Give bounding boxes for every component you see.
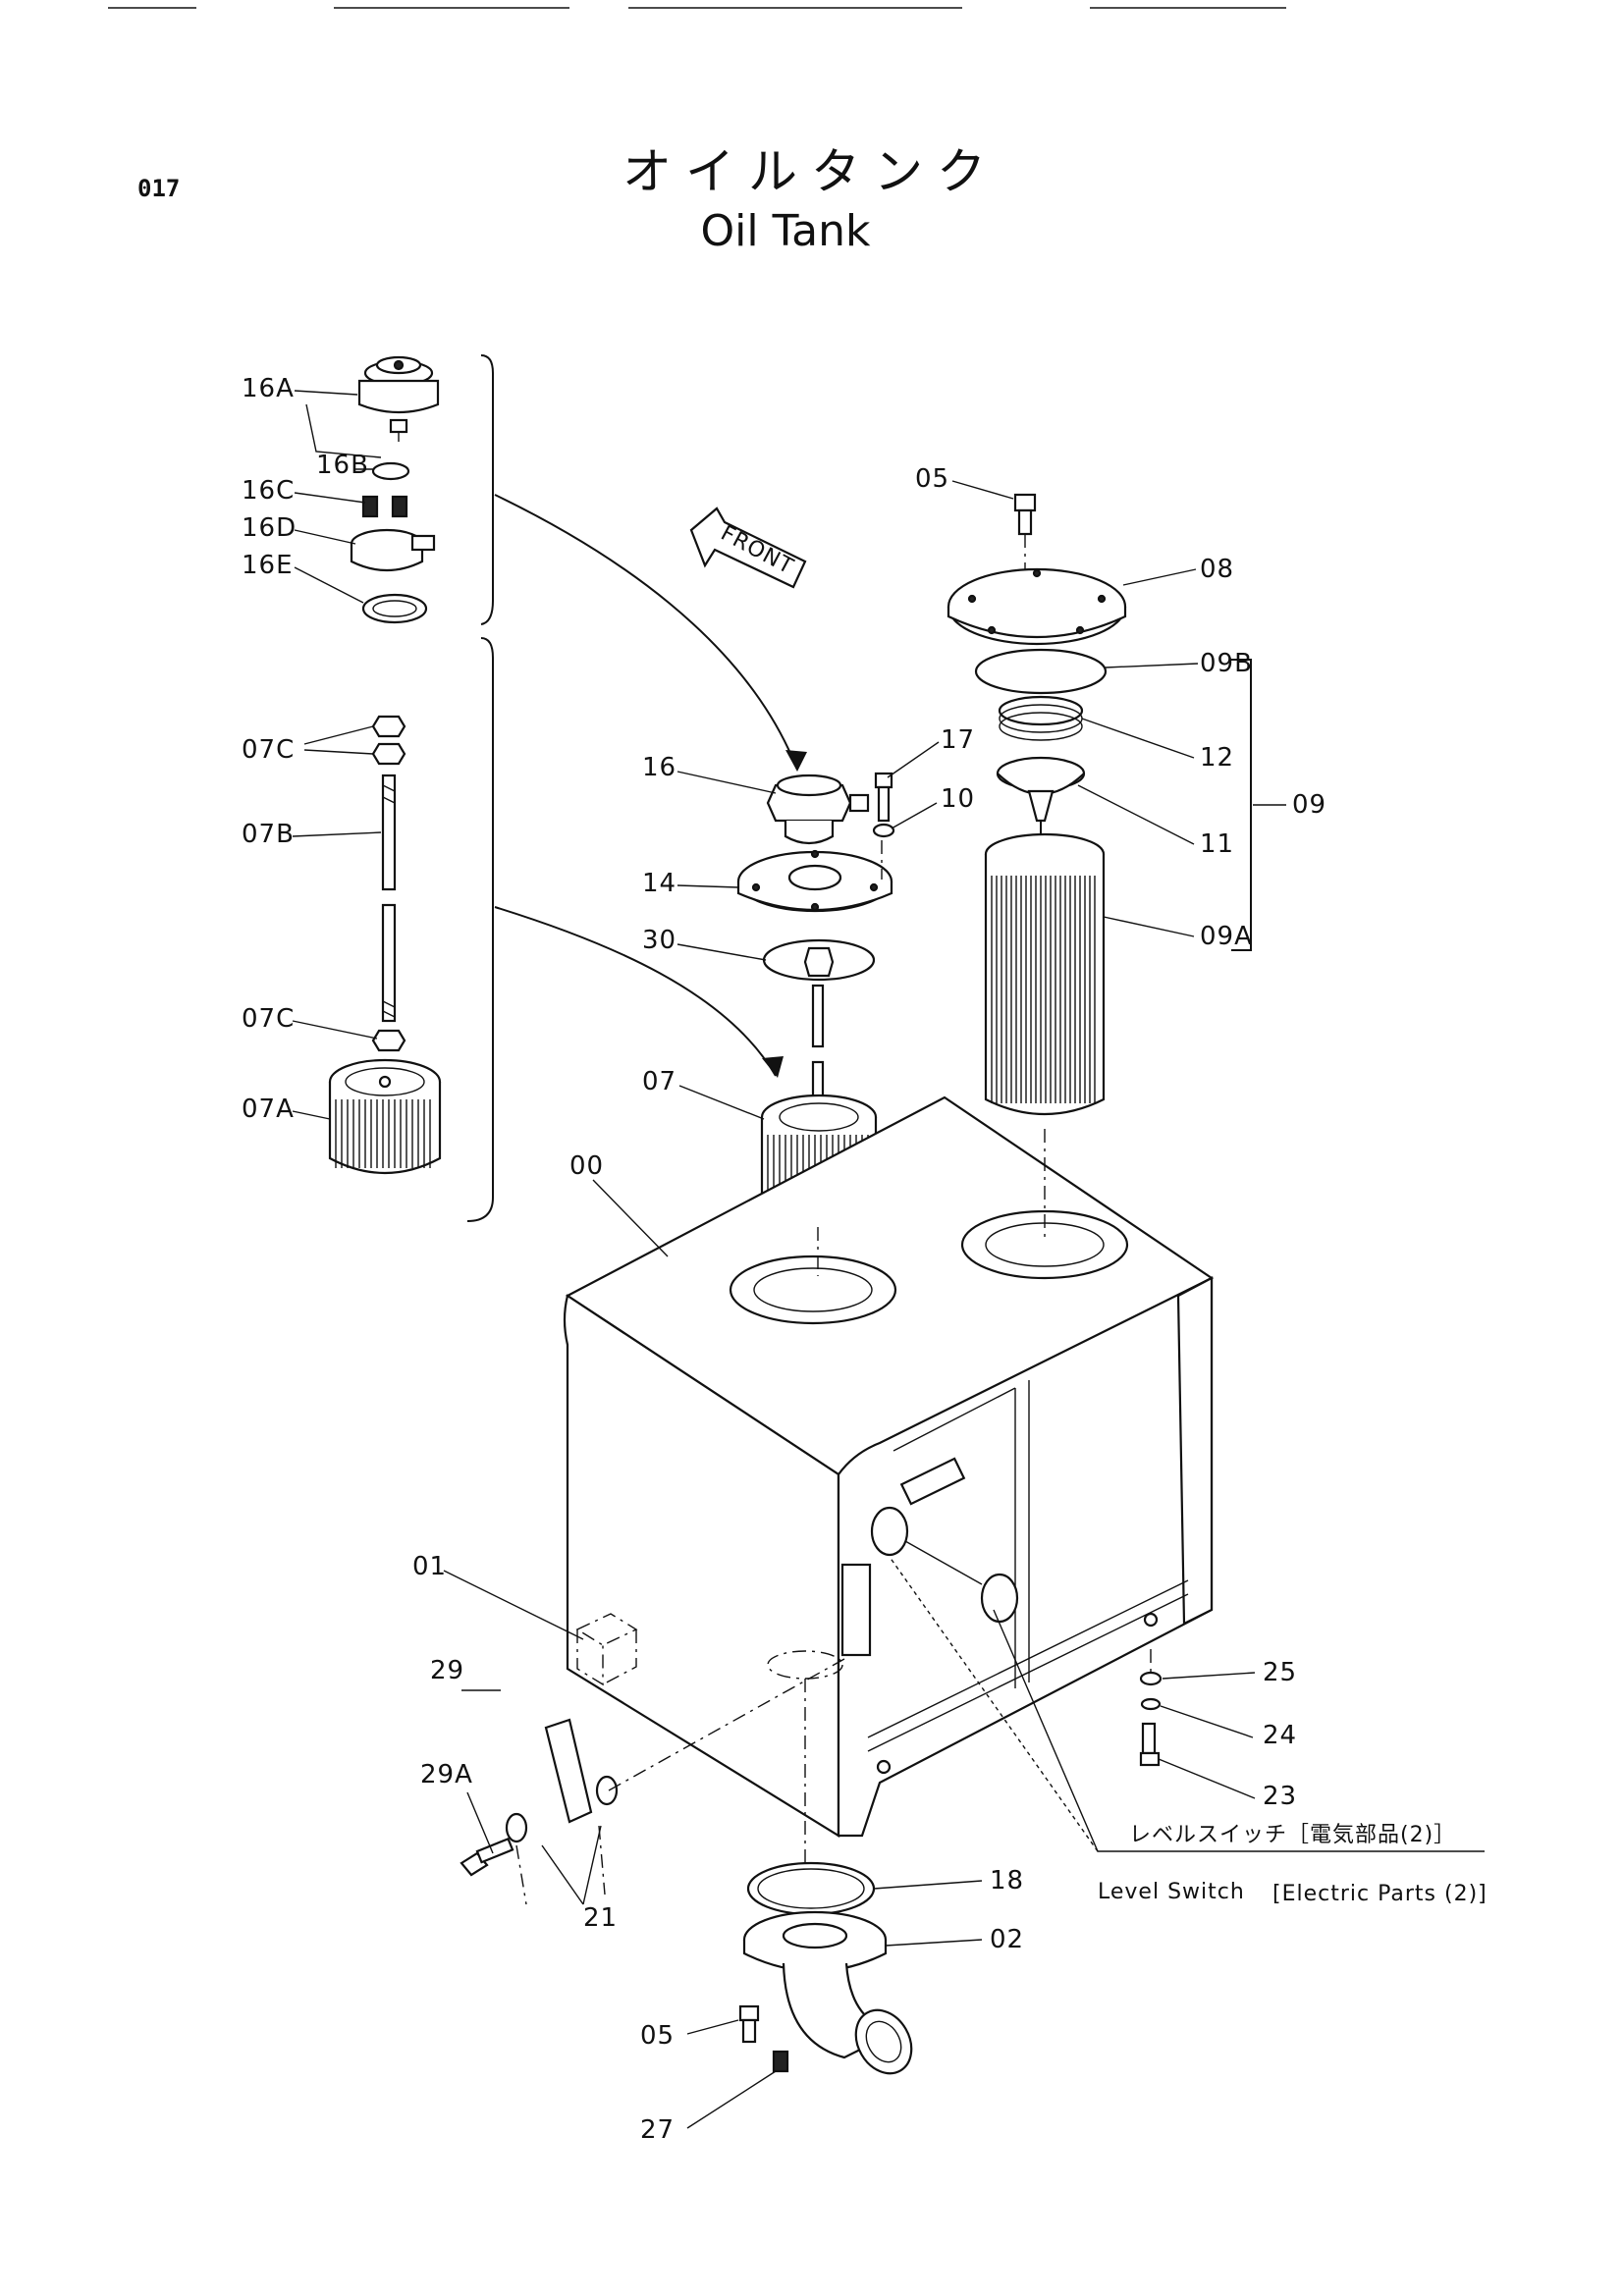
rod-center-upper <box>811 984 825 1048</box>
label-07C-lower: 07C <box>242 1004 295 1034</box>
label-25: 25 <box>1263 1658 1297 1687</box>
part-21-rubber-washers <box>505 1775 619 1843</box>
part-16A-cap <box>357 355 440 442</box>
arrow-breather-to-cap <box>494 494 807 772</box>
label-05-bottom: 05 <box>640 2021 675 2051</box>
level-switch-en-name: Level Switch <box>1098 1880 1245 1904</box>
bracket-09 <box>1231 659 1252 951</box>
label-11: 11 <box>1200 829 1234 859</box>
label-08: 08 <box>1200 555 1234 584</box>
part-07B-rod <box>381 774 397 1023</box>
bracket-29-center-line <box>608 1658 845 1791</box>
part-16C-screws <box>361 495 408 518</box>
label-09: 09 <box>1292 790 1326 820</box>
label-30: 30 <box>642 926 676 955</box>
part-10-washer <box>872 823 895 838</box>
part-07A-strainer <box>328 1058 442 1175</box>
level-switch-note: レベルスイッチ［電気部品(2)］ Level Switch [Electric … <box>1098 1823 1488 1906</box>
rod-nut-center <box>803 946 835 978</box>
part-08-cover <box>947 567 1127 646</box>
strainer-assembly-detail <box>328 715 442 1175</box>
page-number: 017 <box>137 175 180 202</box>
center-lines <box>515 534 1152 1905</box>
part-27-plug <box>772 2050 789 2073</box>
level-switch-ports <box>870 1457 1019 1624</box>
title-japanese: オイルタンク <box>622 143 1000 200</box>
part-17-bolt <box>874 772 893 823</box>
label-24: 24 <box>1263 1721 1297 1750</box>
label-16E: 16E <box>242 551 294 580</box>
label-16B: 16B <box>316 451 369 480</box>
arrow-strainer-to-tank <box>494 906 784 1078</box>
label-01: 01 <box>412 1552 447 1581</box>
bracket-upper <box>480 354 494 625</box>
part-01-block <box>575 1613 638 1686</box>
label-16: 16 <box>642 753 676 782</box>
label-09A: 09A <box>1200 922 1253 951</box>
part-29A-bracket <box>544 1718 593 1824</box>
part-16-breather <box>766 774 870 845</box>
part-00-tank <box>563 1095 1215 1865</box>
label-16A: 16A <box>242 374 295 403</box>
label-29: 29 <box>430 1656 464 1685</box>
part-12-spring <box>998 695 1084 741</box>
part-02-flange-elbow <box>742 1910 913 2075</box>
part-labels: 16A 16B 16C 16D 16E 07C 07B 07C 07A 05 0… <box>242 374 1326 2145</box>
part-16E-ring <box>361 593 428 624</box>
part-29-bolt <box>460 1837 514 1877</box>
label-00: 00 <box>569 1151 604 1181</box>
front-arrow: FRONT <box>689 507 807 589</box>
label-14: 14 <box>642 869 676 898</box>
label-07C-upper: 07C <box>242 735 295 765</box>
part-18-oring <box>746 1861 876 1916</box>
part-16D-body <box>350 528 436 571</box>
part-14-flange <box>736 849 893 913</box>
label-12: 12 <box>1200 743 1234 773</box>
part-16B-disc <box>371 461 410 481</box>
tank-bracket-front <box>840 1563 872 1657</box>
part-25-washer <box>1139 1671 1163 1686</box>
label-07: 07 <box>642 1067 676 1096</box>
label-18: 18 <box>990 1866 1024 1896</box>
label-16D: 16D <box>242 513 297 543</box>
level-switch-jp: レベルスイッチ［電気部品(2)］ <box>1129 1823 1456 1847</box>
breather-assembly-detail <box>350 355 440 624</box>
label-05-top: 05 <box>915 464 949 494</box>
level-switch-en-ref: [Electric Parts (2)] <box>1272 1882 1488 1906</box>
part-09B-oring <box>974 648 1108 695</box>
label-07B: 07B <box>242 820 295 849</box>
title-english: Oil Tank <box>701 206 872 256</box>
part-09A-element <box>984 832 1106 1116</box>
label-27: 27 <box>640 2115 675 2145</box>
part-05-bolt-bottom <box>738 2004 760 2044</box>
part-05-bolt-top <box>1013 493 1037 536</box>
part-07C-nuts-upper <box>371 715 406 766</box>
label-07A: 07A <box>242 1095 295 1124</box>
label-10: 10 <box>941 784 975 814</box>
tank-opening-right <box>960 1209 1129 1280</box>
part-11-valve <box>996 756 1086 846</box>
leader-lines <box>292 390 1485 2129</box>
label-29A: 29A <box>420 1760 473 1789</box>
tank-opening-left <box>729 1255 897 1325</box>
label-09B: 09B <box>1200 649 1253 678</box>
label-16C: 16C <box>242 476 295 506</box>
label-17: 17 <box>941 725 975 755</box>
label-23: 23 <box>1263 1782 1297 1811</box>
part-23-bolt <box>1139 1722 1161 1767</box>
part-24-spring-washer <box>1140 1697 1162 1711</box>
label-02: 02 <box>990 1925 1024 1954</box>
bracket-lower <box>466 637 494 1222</box>
part-07C-nut-lower <box>371 1029 406 1052</box>
label-21: 21 <box>583 1903 618 1933</box>
filter-assembly <box>947 493 1252 1116</box>
